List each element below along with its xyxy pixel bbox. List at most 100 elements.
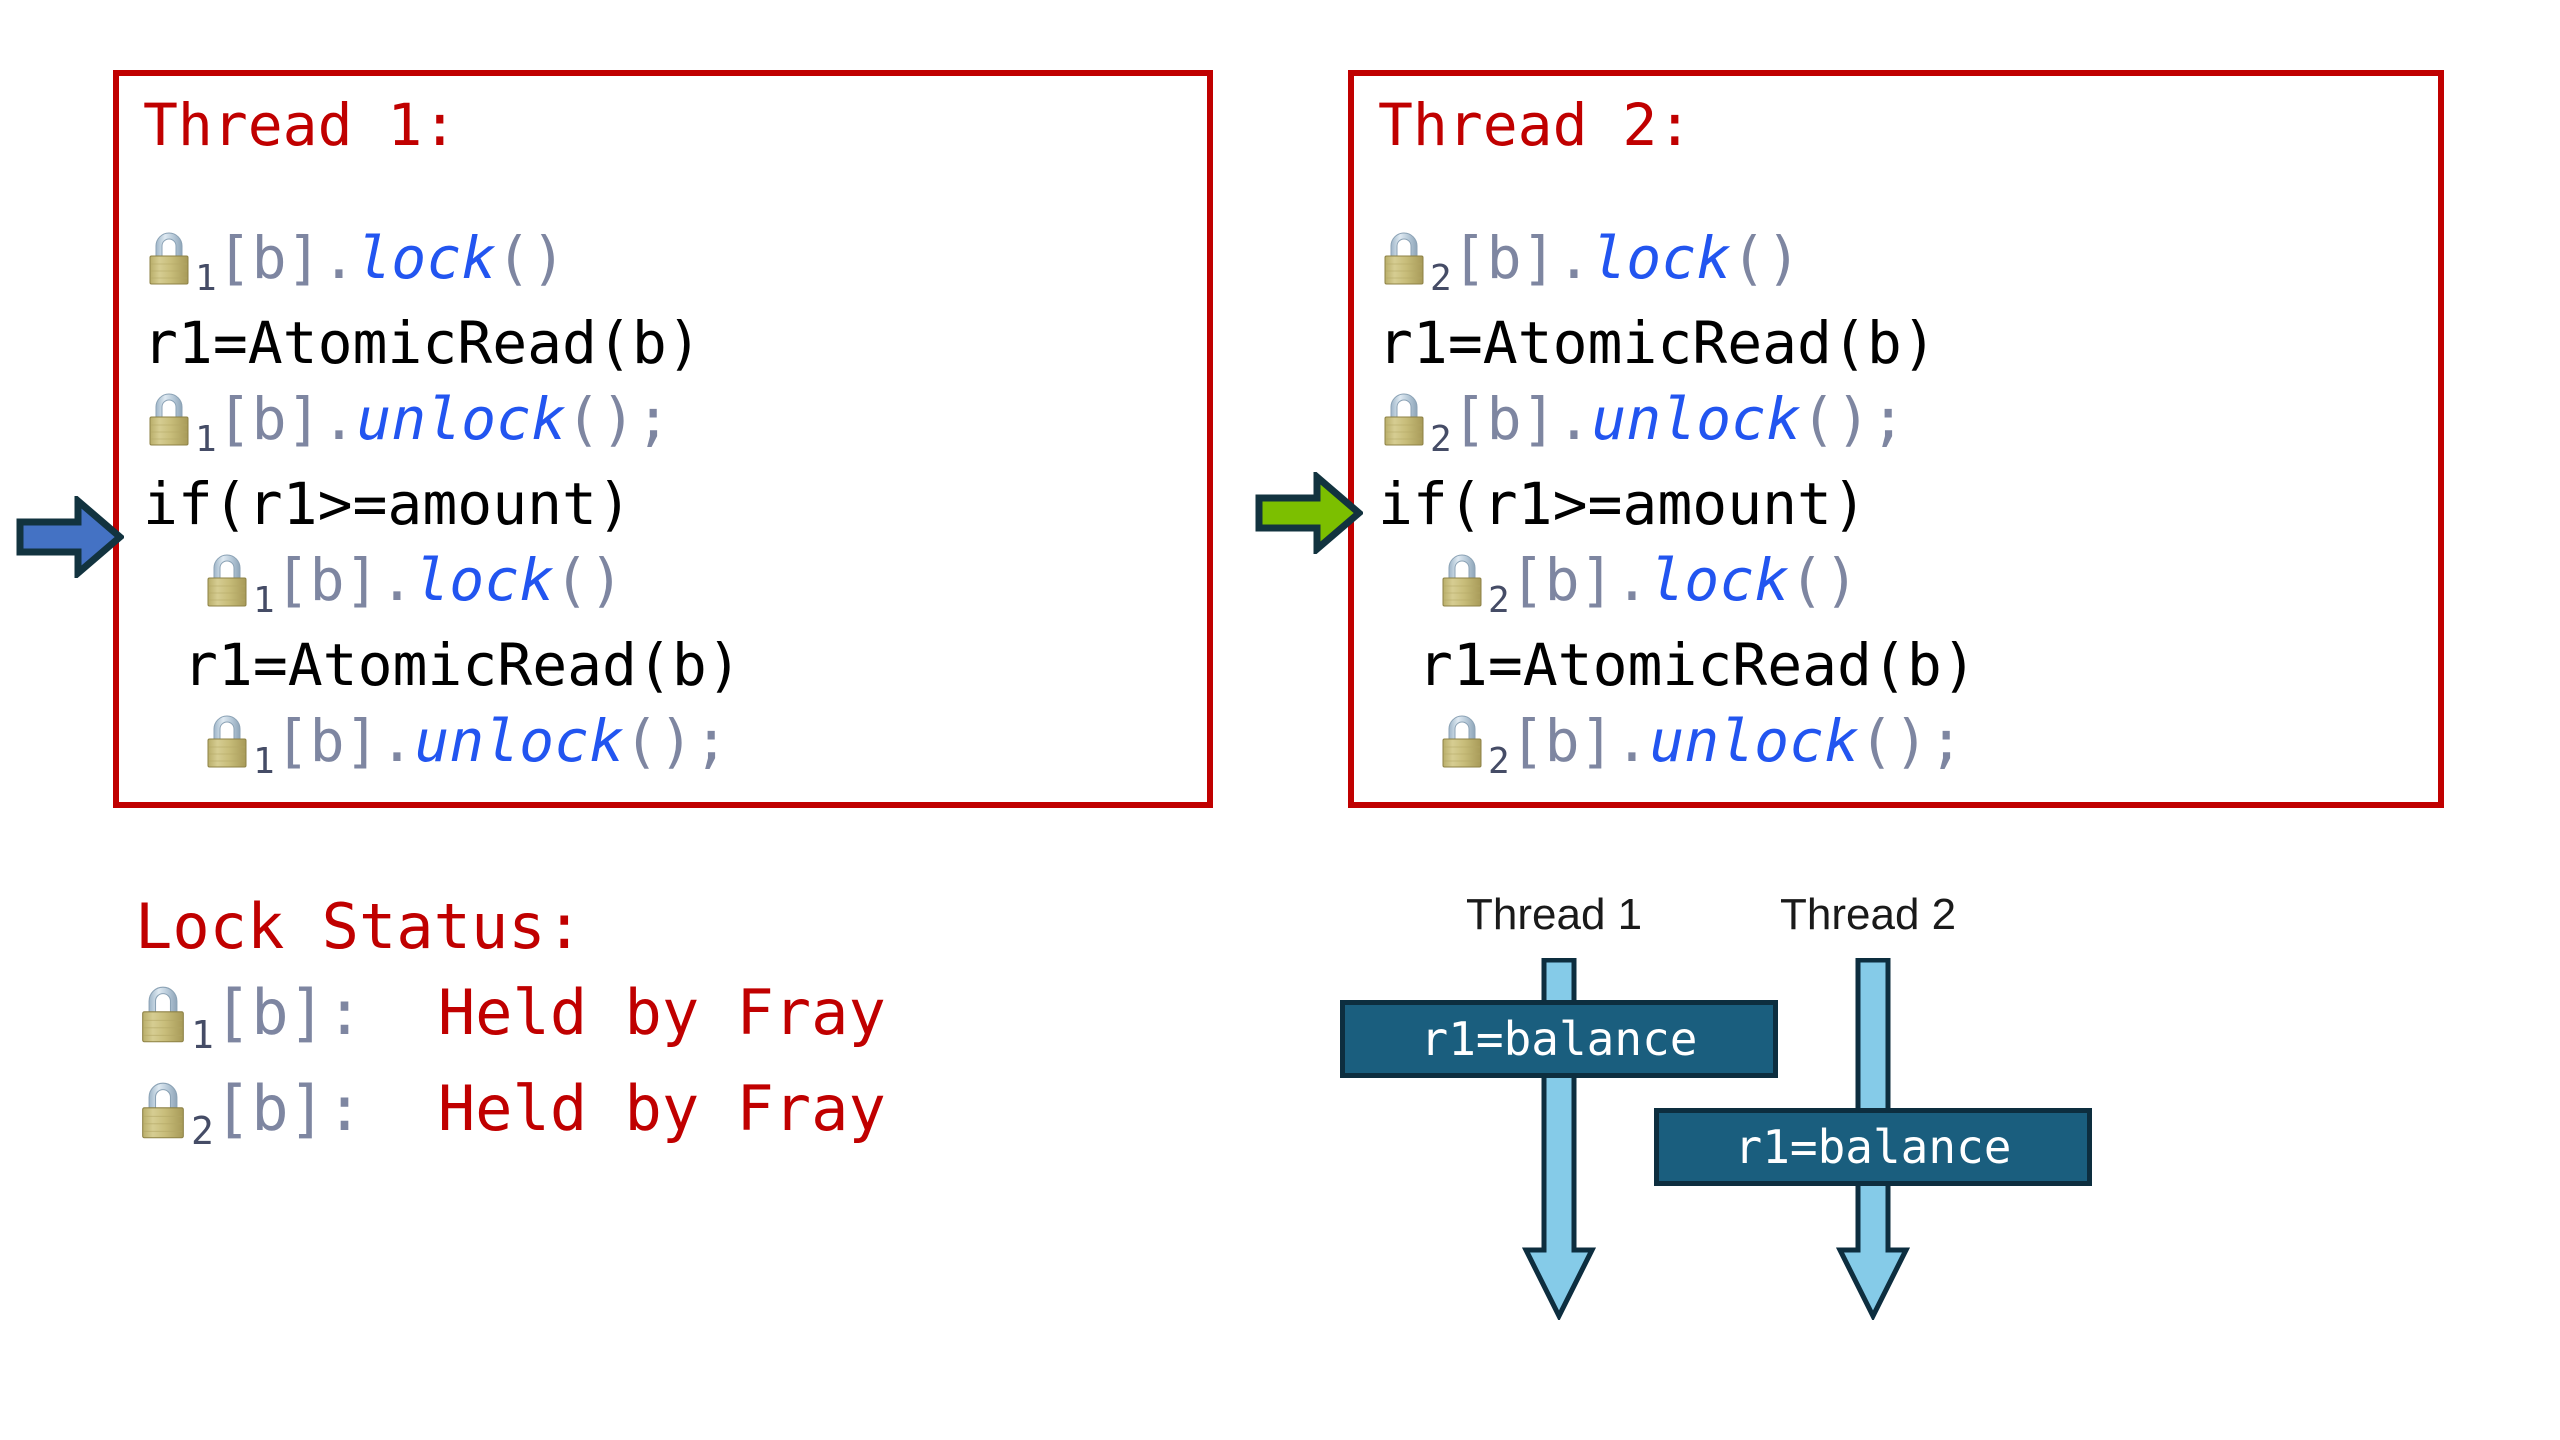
thread2-code-line: r1=AtomicRead(b) — [1378, 305, 2438, 381]
padlock-icon — [1378, 391, 1430, 449]
thread2-code-line: if(r1>=amount) — [1378, 466, 2438, 542]
thread1-code-line: 1[b].unlock(); — [143, 703, 1207, 788]
thread-timeline-diagram: Thread 1 Thread 2 r1=balance r1=balance — [1340, 890, 2480, 1390]
thread2-code-lines: 2[b].lock()r1=AtomicRead(b)2[b].unlock()… — [1378, 220, 2438, 788]
lock-index: [b] — [213, 976, 326, 1049]
call-parens: () — [565, 385, 636, 453]
call-parens: () — [1800, 385, 1871, 453]
member-dot: . — [1556, 385, 1592, 453]
code-text: r1=AtomicRead(b) — [1378, 309, 1937, 377]
call-parens: () — [1731, 224, 1801, 292]
method-name: lock — [1649, 546, 1790, 614]
thread1-code-line: r1=AtomicRead(b) — [143, 305, 1207, 381]
lock-subscript: 2 — [1488, 741, 1510, 782]
lock-subscript: 1 — [253, 580, 275, 621]
timeline-thread1-event-box: r1=balance — [1340, 1000, 1778, 1078]
call-parens: () — [496, 224, 566, 292]
thread1-code-line: 1[b].unlock(); — [143, 381, 1207, 466]
lock-subscript: 2 — [1430, 258, 1452, 299]
lock-index: [b] — [213, 1072, 326, 1145]
semicolon: ; — [1928, 707, 1964, 775]
padlock-icon — [1436, 713, 1488, 771]
lock-status-row: 1[b]: Held by Fray — [135, 969, 886, 1065]
thread2-code-line: 2[b].lock() — [1378, 220, 2438, 305]
lock-index: [b] — [1451, 385, 1557, 453]
status-value: Held by Fray — [363, 1072, 886, 1145]
lock-index: [b] — [1509, 707, 1615, 775]
lock-index: [b] — [216, 224, 322, 292]
method-name: lock — [1591, 224, 1732, 292]
lock-index: [b] — [274, 707, 380, 775]
thread1-code-lines: 1[b].lock()r1=AtomicRead(b)1[b].unlock()… — [143, 220, 1207, 788]
call-parens: () — [1858, 707, 1929, 775]
semicolon: ; — [1870, 385, 1906, 453]
lock-subscript: 1 — [191, 1013, 214, 1057]
lock-subscript: 1 — [195, 258, 217, 299]
lock-index: [b] — [274, 546, 380, 614]
status-colon: : — [325, 976, 364, 1049]
thread1-code-box: Thread 1: 1[b].lock()r1=AtomicRead(b)1[b… — [113, 70, 1213, 808]
thread1-code-line: 1[b].lock() — [143, 220, 1207, 305]
thread1-title: Thread 1: — [143, 91, 458, 159]
padlock-icon — [143, 230, 195, 288]
lock-subscript: 2 — [1488, 580, 1510, 621]
call-parens: () — [1789, 546, 1859, 614]
thread2-title-spacer — [1378, 164, 2438, 220]
timeline-thread2-event-box: r1=balance — [1654, 1108, 2092, 1186]
member-dot: . — [1614, 707, 1650, 775]
thread2-code-box: Thread 2: 2[b].lock()r1=AtomicRead(b)2[b… — [1348, 70, 2444, 808]
lock-subscript: 1 — [253, 741, 275, 782]
member-dot: . — [379, 546, 415, 614]
method-name: unlock — [356, 385, 566, 453]
thread2-code-line: 2[b].unlock(); — [1378, 381, 2438, 466]
method-name: lock — [414, 546, 555, 614]
code-text: r1=AtomicRead(b) — [1418, 631, 1977, 699]
thread2-step-pointer-arrow-icon — [1255, 469, 1365, 557]
padlock-icon — [143, 391, 195, 449]
thread1-code-line: r1=AtomicRead(b) — [143, 627, 1207, 703]
padlock-icon — [1436, 552, 1488, 610]
member-dot: . — [321, 385, 357, 453]
lock-status-row: 2[b]: Held by Fray — [135, 1065, 886, 1161]
thread2-title: Thread 2: — [1378, 91, 1693, 159]
thread2-code-line: 2[b].lock() — [1378, 542, 2438, 627]
code-text: if(r1>=amount) — [1378, 470, 1867, 538]
timeline-thread2-event-label: r1=balance — [1734, 1120, 2012, 1174]
status-colon: : — [325, 1072, 364, 1145]
status-value: Held by Fray — [363, 976, 886, 1049]
timeline-thread1-label: Thread 1 — [1466, 890, 1643, 939]
code-text: r1=AtomicRead(b) — [183, 631, 742, 699]
timeline-thread1-event-label: r1=balance — [1420, 1012, 1698, 1066]
semicolon: ; — [693, 707, 729, 775]
thread1-code-line: 1[b].lock() — [143, 542, 1207, 627]
method-name: lock — [356, 224, 497, 292]
method-name: unlock — [1591, 385, 1801, 453]
member-dot: . — [1556, 224, 1592, 292]
lock-subscript: 1 — [195, 419, 217, 460]
member-dot: . — [379, 707, 415, 775]
code-text: r1=AtomicRead(b) — [143, 309, 702, 377]
call-parens: () — [554, 546, 624, 614]
call-parens: () — [623, 707, 694, 775]
code-text: if(r1>=amount) — [143, 470, 632, 538]
method-name: unlock — [414, 707, 624, 775]
member-dot: . — [321, 224, 357, 292]
thread2-code-inner: Thread 2: 2[b].lock()r1=AtomicRead(b)2[b… — [1354, 76, 2438, 788]
timeline-thread2-label: Thread 2 — [1780, 890, 1957, 939]
thread2-code-line: r1=AtomicRead(b) — [1378, 627, 2438, 703]
lock-index: [b] — [216, 385, 322, 453]
method-name: unlock — [1649, 707, 1859, 775]
semicolon: ; — [635, 385, 671, 453]
lock-index: [b] — [1451, 224, 1557, 292]
padlock-icon — [201, 552, 253, 610]
lock-subscript: 2 — [191, 1109, 214, 1153]
thread2-code-line: 2[b].unlock(); — [1378, 703, 2438, 788]
padlock-icon — [201, 713, 253, 771]
lock-status-title: Lock Status: — [135, 890, 583, 963]
thread1-code-inner: Thread 1: 1[b].lock()r1=AtomicRead(b)1[b… — [119, 76, 1207, 788]
thread1-code-line: if(r1>=amount) — [143, 466, 1207, 542]
padlock-icon — [1378, 230, 1430, 288]
padlock-icon — [135, 984, 191, 1046]
